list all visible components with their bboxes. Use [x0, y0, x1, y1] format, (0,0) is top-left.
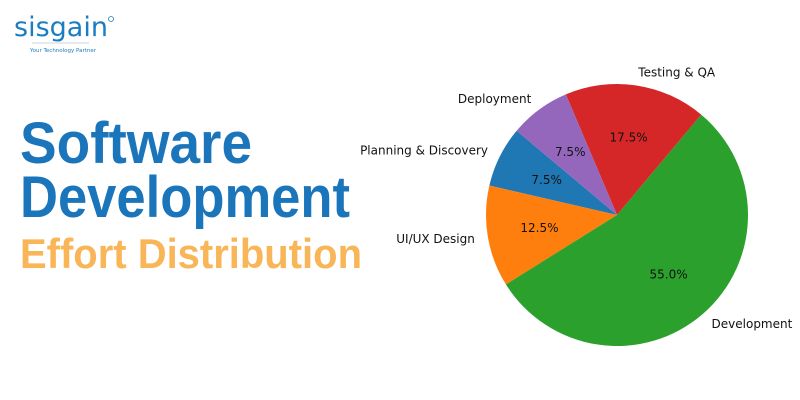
slice-percent-label: 12.5% [520, 221, 558, 235]
title-line-effort-distribution: Effort Distribution [20, 230, 362, 277]
logo-tagline: Your Technology Partner [29, 48, 97, 54]
pie-slice-deployment [516, 94, 617, 215]
registered-mark-icon [108, 16, 114, 22]
slice-percent-label: 7.5% [555, 145, 586, 159]
slice-label: UI/UX Design [396, 232, 475, 246]
title-line-development: Development [20, 165, 350, 230]
slice-label: Testing & QA [637, 65, 716, 79]
slice-percent-label: 55.0% [650, 267, 688, 281]
pie-slice-testing-qa [565, 83, 702, 215]
pie-slice-ui-ux-design [486, 185, 617, 285]
slice-percent-label: 17.5% [610, 130, 648, 144]
title-block: Software Development Effort Distribution [20, 111, 362, 277]
slice-label: Planning & Discovery [360, 144, 488, 158]
slice-percent-label: 7.5% [531, 173, 562, 187]
logo-wordmark: sisgain [14, 12, 108, 43]
title-line-software: Software [20, 111, 252, 176]
pie-slice-development [505, 114, 748, 346]
pie-slice-planning-discovery [489, 130, 617, 215]
slice-label: Deployment [458, 92, 532, 106]
sisgain-logo: sisgain Your Technology Partner [14, 12, 114, 54]
slice-label: Development [712, 317, 793, 331]
